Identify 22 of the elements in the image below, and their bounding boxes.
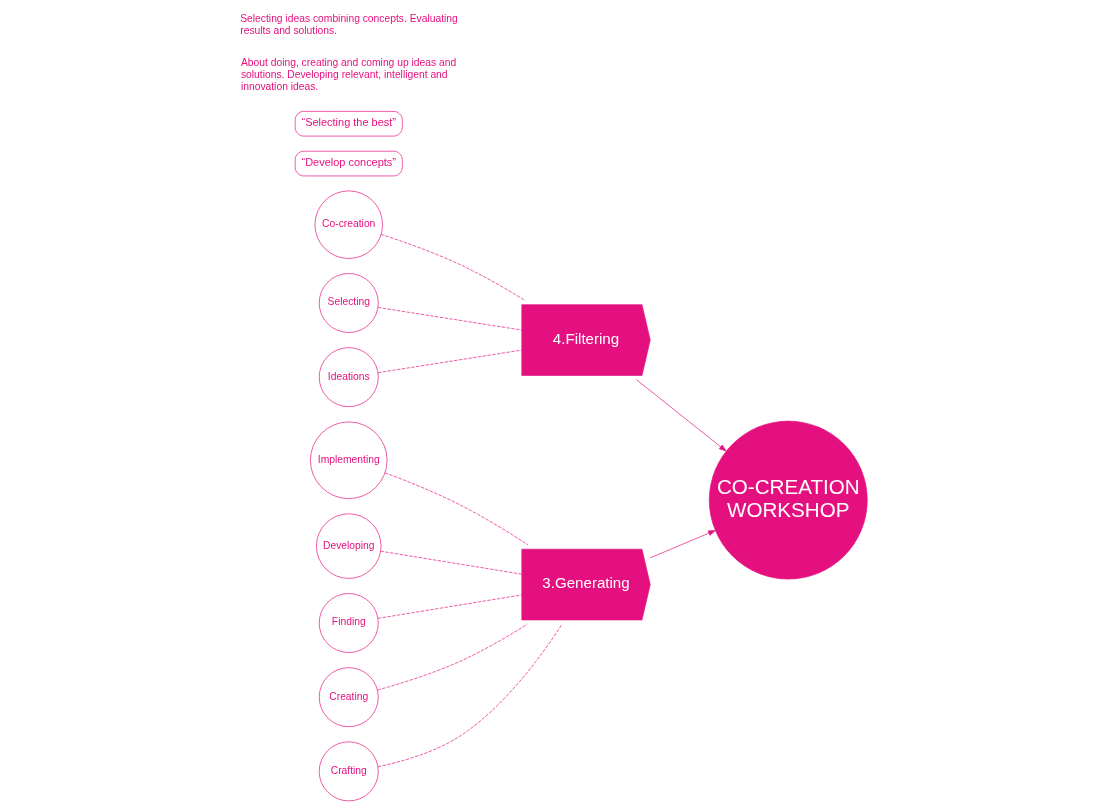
label: Selecting ideas combining concepts. Evaluating results and solutions. bbox=[239, 13, 458, 36]
node-circle: Creating bbox=[318, 667, 379, 728]
node-box: “Selecting the best” bbox=[294, 111, 403, 137]
connector bbox=[379, 550, 522, 575]
node-circle: Selecting bbox=[318, 273, 379, 333]
connector bbox=[377, 307, 522, 331]
connector bbox=[377, 623, 562, 767]
connector bbox=[377, 594, 522, 619]
node-circle: Co-creation bbox=[314, 190, 383, 259]
node-circle: Developing bbox=[315, 513, 381, 579]
arrow bbox=[649, 530, 716, 559]
connector bbox=[384, 472, 528, 546]
arrow bbox=[635, 379, 726, 452]
label: About doing, creating and coming up ideas and solutions. Developing relevant, intelligent and innovation ideas. bbox=[240, 57, 456, 92]
node-circle: Finding bbox=[318, 593, 379, 653]
connector bbox=[376, 623, 528, 691]
node-circle: Implementing bbox=[309, 421, 387, 499]
node-box: “Develop concepts” bbox=[294, 150, 403, 177]
node-circle: Crafting bbox=[318, 741, 379, 802]
connector bbox=[380, 234, 526, 301]
connector bbox=[377, 349, 522, 373]
node-circle: Ideations bbox=[318, 347, 379, 408]
